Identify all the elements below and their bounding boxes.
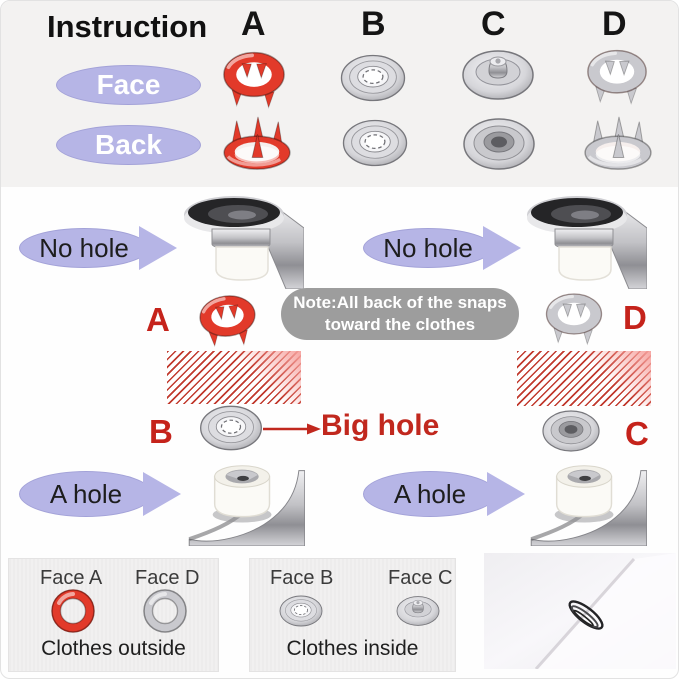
snap-a-middle-icon	[190, 289, 266, 354]
pliers-die-right-image	[529, 453, 647, 546]
snap-b-face-icon	[337, 51, 409, 105]
big-hole-label: Big hole	[321, 409, 440, 442]
face-d-label: Face D	[135, 567, 200, 589]
snap-d-back-icon	[577, 113, 659, 173]
callout-a-hole-left-text: A hole	[19, 471, 153, 517]
pliers-press-left-image	[184, 194, 304, 289]
snap-c-face-icon	[457, 45, 539, 105]
fabric-hatch-right	[517, 351, 651, 406]
callout-a-hole-right: A hole	[363, 471, 525, 517]
snap-b-middle-icon	[195, 402, 267, 454]
arrow-right-icon	[487, 472, 525, 516]
face-a-label: Face A	[40, 567, 103, 589]
fabric-hatch-left	[167, 351, 301, 404]
part-label-d: D	[623, 299, 647, 336]
socket-icon	[277, 592, 325, 630]
silver-ring-icon	[143, 589, 187, 633]
note-bubble: Note:All back of the snaps toward the cl…	[281, 288, 519, 340]
face-b-label: Face B	[270, 567, 334, 589]
note-line1: Note:All back of the snaps	[293, 292, 507, 312]
arrow-right-icon	[139, 226, 177, 270]
fabric-photo	[484, 553, 676, 669]
column-header-d: D	[602, 5, 627, 43]
big-hole-arrow-icon	[263, 423, 321, 435]
snap-d-face-icon	[577, 47, 657, 107]
face-c-label: Face C	[388, 567, 453, 589]
clothes-inside-caption: Clothes inside	[286, 637, 419, 660]
callout-no-hole-right-text: No hole	[363, 228, 493, 268]
snap-c-back-icon	[459, 113, 539, 175]
column-header-a: A	[241, 5, 266, 43]
snap-edge-on	[568, 600, 604, 630]
row-label-back: Back	[56, 125, 201, 165]
pliers-die-left-image	[187, 453, 305, 546]
snap-a-face-icon	[213, 49, 295, 111]
callout-a-hole-left: A hole	[19, 471, 181, 517]
callout-no-hole-left-text: No hole	[19, 228, 149, 268]
clothes-outside-caption: Clothes outside	[41, 637, 186, 660]
snap-a-back-icon	[215, 113, 299, 173]
panel-clothes-outside: Face A Face D Clothes outside	[8, 558, 219, 672]
pliers-press-right-image	[527, 194, 647, 289]
part-label-b: B	[149, 413, 173, 450]
snap-c-middle-icon	[539, 407, 603, 455]
red-ring-icon	[51, 589, 95, 633]
part-label-a: A	[146, 301, 170, 338]
arrow-right-icon	[143, 472, 181, 516]
column-header-b: B	[361, 5, 386, 43]
note-line2: toward the clothes	[324, 315, 476, 334]
snap-b-back-icon	[339, 115, 411, 171]
column-header-c: C	[481, 5, 506, 43]
header-section: Instruction A B C D Face Back	[1, 1, 678, 187]
callout-no-hole-left: No hole	[19, 226, 177, 270]
callout-no-hole-right: No hole	[363, 226, 521, 270]
panel-clothes-inside: Face B Face C Clothes inside	[249, 558, 456, 672]
stud-icon	[394, 592, 442, 630]
snap-d-middle-icon	[539, 289, 609, 349]
row-label-face: Face	[56, 65, 201, 105]
callout-a-hole-right-text: A hole	[363, 471, 497, 517]
arrow-right-icon	[483, 226, 521, 270]
part-label-c: C	[625, 415, 649, 452]
page-title: Instruction	[47, 9, 208, 44]
